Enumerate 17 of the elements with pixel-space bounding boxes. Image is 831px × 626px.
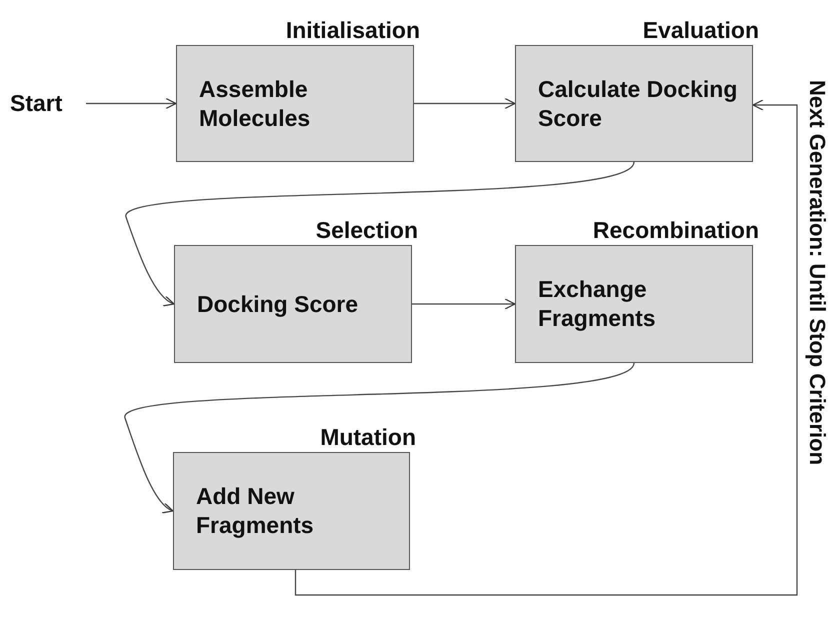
- arrow: [414, 98, 516, 110]
- arrow: [294, 99, 798, 596]
- step-text: Add New Fragments: [196, 482, 315, 540]
- arrow: [124, 362, 634, 512]
- step-text: Docking Score: [197, 290, 358, 318]
- step-text: Exchange Fragments: [538, 275, 657, 333]
- step-heading: Initialisation: [286, 16, 420, 45]
- arrow: [86, 98, 177, 110]
- step-heading: Recombination: [592, 216, 759, 245]
- step-heading: Evaluation: [642, 16, 759, 45]
- step-heading: Selection: [316, 216, 418, 245]
- start-label: Start: [10, 89, 62, 117]
- step-text: Assemble Molecules: [199, 74, 312, 132]
- arrow: [125, 162, 634, 305]
- arrow: [412, 298, 516, 310]
- step-heading: Mutation: [320, 423, 416, 452]
- step-text: Calculate Docking Score: [538, 74, 738, 132]
